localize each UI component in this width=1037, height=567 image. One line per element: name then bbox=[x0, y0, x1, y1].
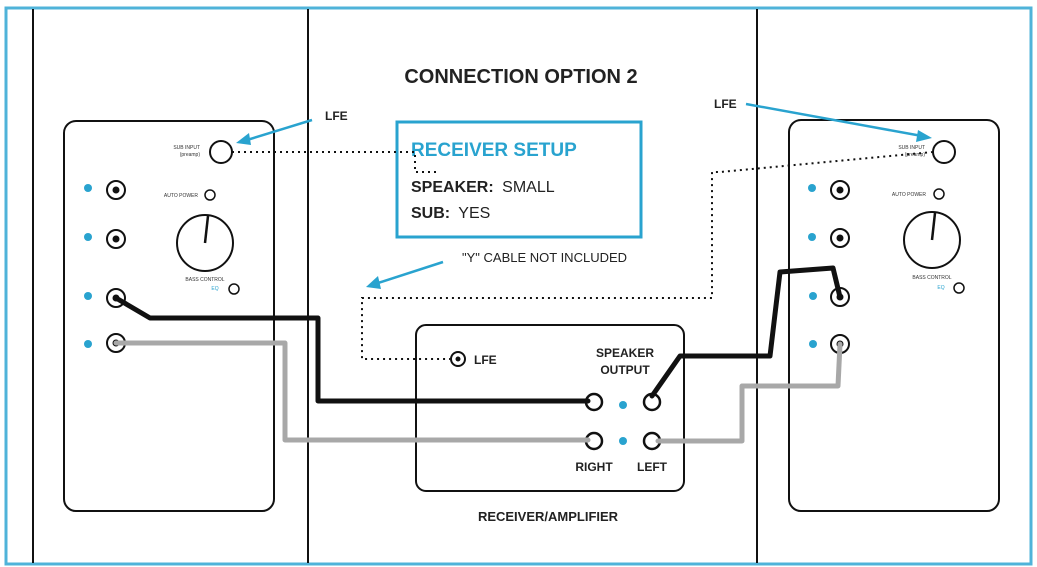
lfe-left-arrowhead bbox=[236, 133, 251, 145]
receiver-box bbox=[415, 324, 685, 492]
left-bass-knob-pointer bbox=[203, 215, 210, 244]
speaker-setting-value: SMALL bbox=[502, 179, 555, 196]
lfe-left-callout: LFE bbox=[325, 109, 348, 123]
left-eq-label: EQ bbox=[211, 286, 218, 292]
right-sub-input-label: SUB INPUT bbox=[898, 145, 925, 151]
sub-setting-value: YES bbox=[458, 205, 490, 222]
right-output-minus-icon bbox=[808, 233, 816, 241]
lfe-right-callout: LFE bbox=[714, 97, 737, 111]
right-negative-wire bbox=[655, 341, 843, 444]
sub-setting: SUB: YES bbox=[411, 205, 490, 222]
right-eq-button bbox=[953, 282, 965, 294]
speaker-output-line1: SPEAKER bbox=[596, 346, 654, 360]
outer-frame bbox=[4, 6, 1033, 566]
right-auto-power-label: AUTO POWER bbox=[892, 192, 926, 198]
right-sub-input-sublabel: (preamp) bbox=[905, 152, 926, 158]
receiver-lfe-label: LFE bbox=[474, 353, 497, 367]
diagram-title: CONNECTION OPTION 2 bbox=[404, 66, 637, 88]
right-bass-control-label: BASS CONTROL bbox=[912, 275, 951, 281]
left-positive-wire bbox=[113, 295, 591, 404]
receiver-setup-box bbox=[395, 120, 643, 239]
right-bass-knob-pointer bbox=[930, 212, 937, 241]
left-lfe-dotted-cable bbox=[232, 151, 436, 173]
left-sub-input-jack bbox=[209, 140, 233, 164]
left-bass-control-label: BASS CONTROL bbox=[185, 277, 224, 283]
right-input-minus-icon bbox=[809, 340, 817, 348]
left-input-minus-icon bbox=[84, 340, 92, 348]
y-cable-callout: "Y" CABLE NOT INCLUDED bbox=[462, 250, 627, 265]
right-positive-wire bbox=[649, 265, 843, 399]
lfe-left-arrow bbox=[246, 118, 313, 142]
right-eq-label: EQ bbox=[937, 285, 944, 291]
left-auto-power-label: AUTO POWER bbox=[164, 193, 198, 199]
receiver-caption: RECEIVER/AMPLIFIER bbox=[478, 509, 619, 524]
right-output-plus-icon bbox=[808, 184, 816, 192]
right-speaker-panel bbox=[788, 119, 1000, 512]
lfe-right-arrowhead bbox=[916, 130, 932, 142]
left-output-plus-icon bbox=[84, 184, 92, 192]
lfe-right-arrow bbox=[745, 102, 923, 138]
left-eq-button bbox=[228, 283, 240, 295]
sub-setting-label: SUB: bbox=[411, 205, 450, 222]
receiver-right-label: RIGHT bbox=[575, 460, 613, 474]
left-output-minus-icon bbox=[84, 233, 92, 241]
y-cable-arrowhead bbox=[366, 276, 381, 289]
receiver-plus-icon bbox=[619, 401, 627, 409]
left-input-plus-icon bbox=[84, 292, 92, 300]
right-auto-power-led bbox=[933, 188, 945, 200]
receiver-minus-icon bbox=[619, 437, 627, 445]
receiver-left-label: LEFT bbox=[637, 460, 668, 474]
right-sub-input-jack bbox=[932, 140, 956, 164]
right-input-plus-icon bbox=[809, 292, 817, 300]
left-negative-wire bbox=[113, 340, 591, 443]
y-cable-arrow bbox=[377, 260, 444, 285]
left-auto-power-led bbox=[204, 189, 216, 201]
receiver-setup-heading: RECEIVER SETUP bbox=[411, 140, 577, 161]
speaker-setting: SPEAKER: SMALL bbox=[411, 179, 555, 196]
left-sub-input-sublabel: (preamp) bbox=[180, 152, 201, 158]
left-sub-input-label: SUB INPUT bbox=[173, 145, 200, 151]
speaker-output-line2: OUTPUT bbox=[600, 363, 650, 377]
speaker-setting-label: SPEAKER: bbox=[411, 179, 494, 196]
